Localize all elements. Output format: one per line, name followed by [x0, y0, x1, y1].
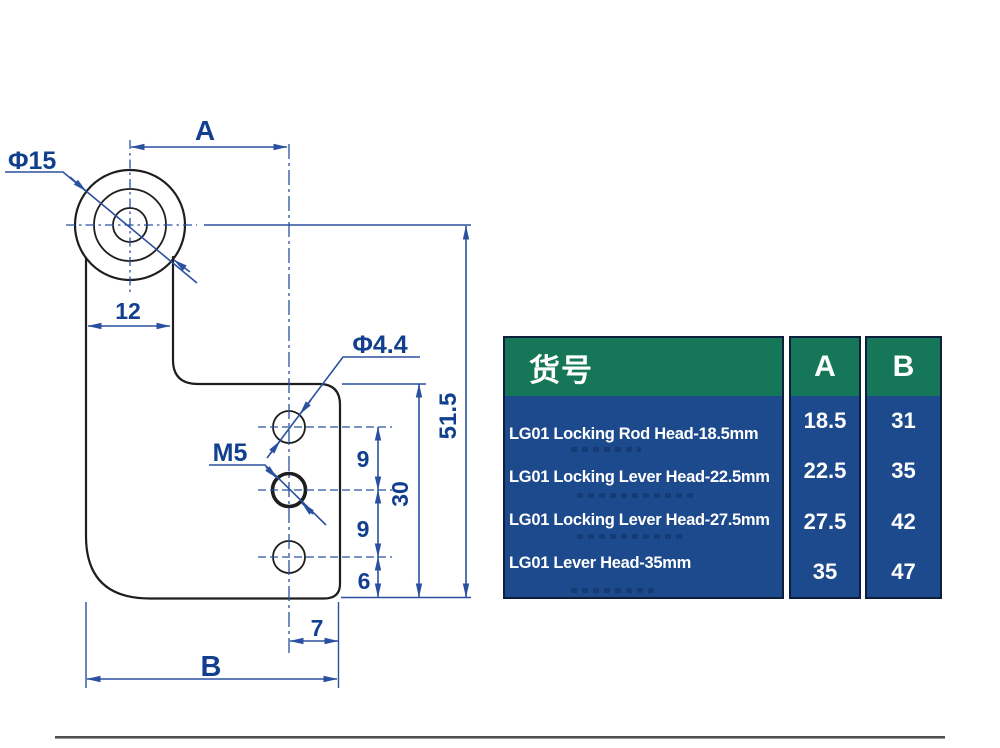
label-thread: M5 [213, 439, 248, 467]
label-width-a: A [195, 115, 215, 146]
leader-lines [5, 171, 420, 526]
label-pitch-bottom: 9 [357, 516, 370, 542]
label-edge-offset: 6 [358, 568, 371, 594]
leader-m5 [209, 464, 327, 526]
label-hole-span: 30 [387, 481, 413, 507]
spec-table-b-panel: B 31 35 42 47 [865, 336, 942, 599]
leader-phi44-arrow-2 [269, 440, 281, 455]
label-side-offset: 7 [311, 615, 324, 641]
label-neck-width: 12 [115, 298, 141, 324]
a-values: 18.5 22.5 27.5 35 [791, 396, 859, 597]
table-cell-b: 31 [891, 408, 916, 434]
table-row-name: LG01 Locking Lever Head-27.5mm [509, 511, 770, 529]
table-cell-b: 42 [891, 508, 916, 534]
table-cell-a: 22.5 [803, 458, 847, 484]
erased-text-artifact [571, 588, 659, 593]
technical-drawing: A Φ15 12 Φ4.4 M5 9 9 30 51.5 6 7 B [5, 115, 471, 688]
table-cell-a: 35 [812, 558, 838, 584]
part-outline [73, 168, 342, 600]
dimension-labels: A Φ15 12 Φ4.4 M5 9 9 30 51.5 6 7 B [8, 115, 462, 683]
label-dia-hole: Φ4.4 [352, 331, 407, 359]
leader-m5-arrow-1 [265, 466, 278, 479]
leader-phi15 [5, 171, 198, 284]
table-row-name: LG01 Lever Head-35mm [509, 554, 692, 572]
spec-table-part-panel: 货号 LG01 Locking Rod Head-18.5mm LG01 Loc… [503, 336, 784, 599]
label-dia-head: Φ15 [8, 147, 56, 175]
table-cell-a: 27.5 [803, 508, 847, 534]
column-header-part-number: 货号 [505, 338, 782, 396]
b-values: 31 35 42 47 [867, 396, 940, 597]
table-cell-b: 47 [891, 558, 916, 584]
leader-phi15-arrow-1 [69, 176, 87, 192]
table-cell-b: 35 [891, 458, 916, 484]
table-cell-a: 18.5 [803, 408, 847, 434]
extension-lines [85, 224, 471, 688]
label-pitch-top: 9 [357, 446, 370, 472]
footer-divider [55, 736, 945, 739]
leader-m5-arrow-2 [301, 502, 314, 515]
erased-text-artifact [577, 493, 695, 498]
erased-text-artifact [577, 534, 685, 539]
table-row-name: LG01 Locking Rod Head-18.5mm [509, 425, 759, 443]
leader-phi15-arrow-2 [173, 259, 191, 273]
leader-phi44 [266, 356, 420, 459]
table-row-name: LG01 Locking Lever Head-22.5mm [509, 468, 770, 486]
column-header-b: B [867, 338, 940, 396]
column-header-a: A [791, 338, 859, 396]
label-width-b: B [201, 651, 222, 683]
part-rows: LG01 Locking Rod Head-18.5mm LG01 Lockin… [505, 396, 782, 597]
leader-phi44-arrow-1 [299, 399, 312, 415]
dimension-lines [86, 143, 470, 683]
spec-table-a-panel: A 18.5 22.5 27.5 35 [789, 336, 861, 599]
body-outline [84, 255, 342, 600]
label-total-height: 51.5 [435, 393, 462, 440]
centerlines [66, 140, 392, 657]
erased-text-artifact [571, 447, 641, 452]
